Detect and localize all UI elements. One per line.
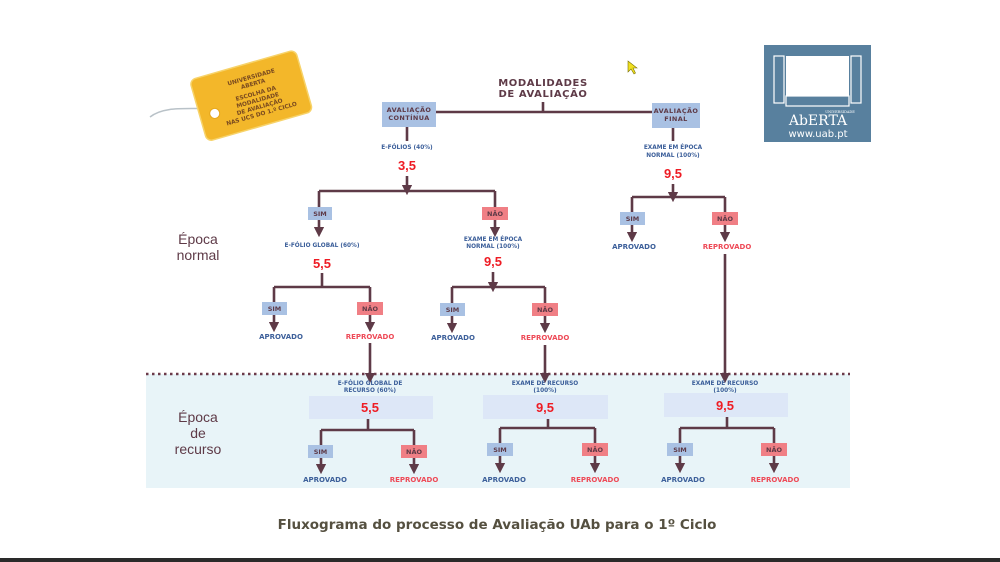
efolio-global-nao-label: NÃO bbox=[362, 304, 378, 313]
recurso-2-panel bbox=[664, 393, 788, 417]
continua-nao-sim-box bbox=[440, 303, 465, 316]
continua-sim-label: SIM bbox=[313, 210, 327, 218]
efolio-global-sim-box bbox=[262, 302, 287, 315]
recurso-1-aprovado: APROVADO bbox=[482, 476, 526, 484]
uab-logo: UNIVERSIDADE AbERTA www.uab.pt bbox=[764, 45, 871, 142]
epoca-normal-label-2: normal bbox=[177, 247, 220, 263]
logo-shape-left bbox=[773, 55, 785, 104]
efolio-global-criterion: E-FÓLIO GLOBAL (60%) bbox=[284, 242, 359, 249]
logo-shape-top bbox=[786, 56, 849, 96]
continua-nao-nao-box bbox=[532, 303, 558, 316]
recurso-0-sim-box bbox=[308, 445, 333, 458]
recurso-2-threshold: 9,5 bbox=[716, 398, 734, 413]
recurso-0-sim-label: SIM bbox=[314, 448, 328, 456]
efolio-global-threshold: 5,5 bbox=[313, 256, 331, 271]
recurso-0-panel bbox=[309, 396, 433, 419]
root-title-2: DE AVALIAÇÃO bbox=[498, 87, 587, 100]
recurso-1-panel bbox=[483, 395, 608, 419]
tag-hole bbox=[209, 107, 221, 119]
final-box bbox=[652, 103, 700, 128]
continua-nao-sim-label: SIM bbox=[446, 306, 460, 314]
final-threshold: 9,5 bbox=[664, 166, 682, 181]
final-criterion-1: EXAME EM ÉPOCA bbox=[644, 143, 703, 151]
logo-name: AbERTA bbox=[788, 113, 848, 129]
final-nao-label: NÃO bbox=[717, 214, 733, 223]
logo-url: www.uab.pt bbox=[788, 129, 847, 140]
recurso-2-sim-label: SIM bbox=[673, 446, 687, 454]
recurso-background bbox=[146, 374, 850, 488]
recurso-0-aprovado: APROVADO bbox=[303, 476, 347, 484]
recurso-2-nao-label: NÃO bbox=[766, 445, 782, 454]
recurso-efolio-global: E-FÓLIO GLOBAL DE RECURSO (60%) 5,5 SIM … bbox=[303, 380, 438, 484]
continua-nao-criterion-2: NORMAL (100%) bbox=[466, 244, 520, 250]
continua-nao-nao-label: NÃO bbox=[537, 305, 553, 314]
recurso-2-criterion-2: (100%) bbox=[713, 388, 737, 394]
recurso-2-criterion-1: EXAME DE RECURSO bbox=[692, 381, 758, 387]
recurso-0-criterion-1: E-FÓLIO GLOBAL DE bbox=[338, 380, 403, 387]
recurso-0-threshold: 5,5 bbox=[361, 400, 379, 415]
recurso-0-nao-label: NÃO bbox=[406, 447, 422, 456]
tag-label: UNIVERSIDADE ABERTA ESCOLHA DA MODALIDAD… bbox=[149, 50, 313, 141]
recurso-1-threshold: 9,5 bbox=[536, 400, 554, 415]
continua-nao-criterion-1: EXAME EM ÉPOCA bbox=[464, 235, 523, 243]
final-sim-box bbox=[620, 212, 645, 225]
final-criterion-2: NORMAL (100%) bbox=[646, 153, 700, 159]
recurso-1-nao-label: NÃO bbox=[587, 445, 603, 454]
logo-small-text: UNIVERSIDADE bbox=[825, 110, 855, 114]
tag-body bbox=[190, 50, 313, 141]
logo-shape-bottom bbox=[785, 95, 850, 107]
continua-nao-reprovado: REPROVADO bbox=[521, 334, 570, 342]
recurso-2-sim-box bbox=[667, 443, 693, 456]
recurso-0-criterion-2: RECURSO (60%) bbox=[344, 388, 396, 394]
epoca-recurso-label-2: de bbox=[190, 425, 206, 441]
recurso-0-reprovado: REPROVADO bbox=[390, 476, 439, 484]
logo-shape-right bbox=[850, 55, 862, 104]
recurso-1-sim-box bbox=[487, 443, 513, 456]
recurso-2-nao-box bbox=[761, 443, 787, 456]
efolio-global-reprovado: REPROVADO bbox=[346, 333, 395, 341]
node-avaliacao-final: AVALIAÇÃO FINAL bbox=[652, 103, 700, 128]
epoca-normal-label-1: Época bbox=[178, 231, 218, 247]
efolio-global-sim-label: SIM bbox=[268, 305, 282, 313]
efolio-global-aprovado: APROVADO bbox=[259, 333, 303, 341]
recurso-exame-1: EXAME DE RECURSO (100%) 9,5 SIM NÃO APRO… bbox=[482, 381, 619, 484]
recurso-1-reprovado: REPROVADO bbox=[571, 476, 620, 484]
final-sim-label: SIM bbox=[626, 215, 640, 223]
final-label-1: AVALIAÇÃO bbox=[654, 106, 699, 115]
recurso-1-nao-box bbox=[582, 443, 608, 456]
final-reprovado: REPROVADO bbox=[703, 243, 752, 251]
recurso-2-aprovado: APROVADO bbox=[661, 476, 705, 484]
efolio-global-nao-box bbox=[357, 302, 383, 315]
continua-nao-label: NÃO bbox=[487, 209, 503, 218]
epoca-recurso-label-3: recurso bbox=[175, 441, 222, 457]
epoca-recurso-label-1: Época bbox=[178, 409, 218, 425]
node-avaliacao-continua: AVALIAÇÃO CONTÍNUA bbox=[382, 102, 436, 127]
final-label-2: FINAL bbox=[664, 115, 687, 123]
final-nao-box bbox=[712, 212, 738, 225]
recurso-1-criterion-2: (100%) bbox=[533, 388, 557, 394]
continua-sim-box bbox=[308, 207, 332, 220]
continua-box bbox=[382, 102, 436, 127]
recurso-1-sim-label: SIM bbox=[493, 446, 507, 454]
final-aprovado: APROVADO bbox=[612, 243, 656, 251]
recurso-0-nao-box bbox=[401, 445, 427, 458]
recurso-exame-2: EXAME DE RECURSO (100%) 9,5 SIM NÃO APRO… bbox=[661, 381, 799, 484]
continua-label-1: AVALIAÇÃO bbox=[387, 105, 432, 114]
continua-criterion: E-FÓLIOS (40%) bbox=[381, 144, 433, 151]
figure-caption: Fluxograma do processo de Avaliação UAb … bbox=[278, 517, 717, 533]
continua-threshold: 3,5 bbox=[398, 158, 416, 173]
root-title-1: MODALIDADES bbox=[498, 78, 588, 89]
cursor-icon bbox=[627, 60, 638, 75]
continua-nao-aprovado: APROVADO bbox=[431, 334, 475, 342]
continua-nao-threshold: 9,5 bbox=[484, 254, 502, 269]
continua-label-2: CONTÍNUA bbox=[388, 113, 429, 122]
recurso-1-criterion-1: EXAME DE RECURSO bbox=[512, 381, 578, 387]
recurso-2-reprovado: REPROVADO bbox=[751, 476, 800, 484]
bottom-bar bbox=[0, 558, 1000, 562]
continua-nao-box bbox=[482, 207, 508, 220]
